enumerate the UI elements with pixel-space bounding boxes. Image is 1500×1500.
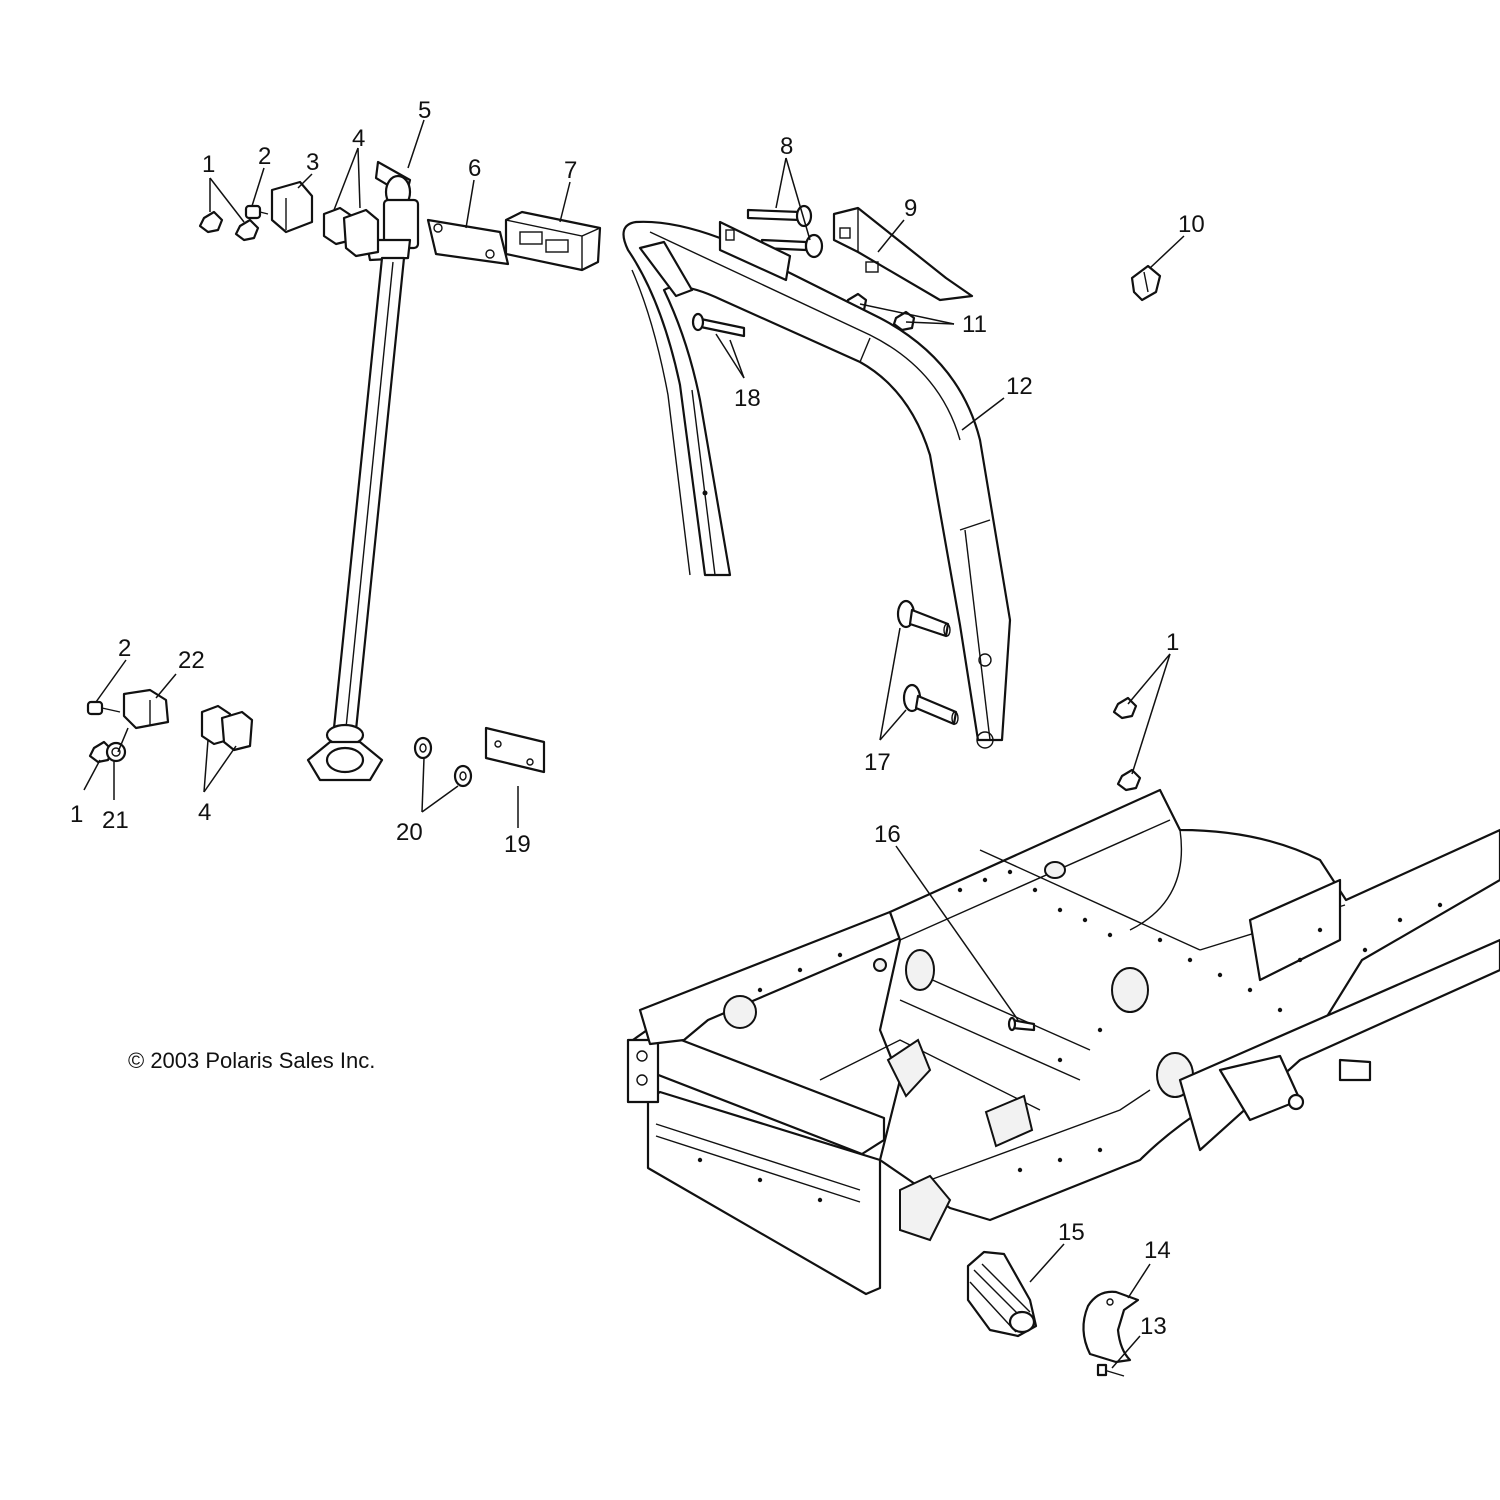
bolt-2-top [244, 204, 269, 220]
callout-4: 4 [352, 125, 365, 152]
callout-6: 6 [468, 155, 481, 182]
plate-14 [1082, 1290, 1140, 1364]
washers-20 [413, 736, 473, 788]
bolts-18 [691, 312, 746, 338]
clamp-22 [122, 688, 170, 730]
block-7 [504, 210, 602, 272]
leader-lines [83, 119, 1185, 1369]
callout-14: 14 [1144, 1237, 1171, 1264]
nut-1-top [198, 210, 260, 242]
callout-1: 1 [202, 151, 215, 178]
boot-15 [966, 1250, 1038, 1338]
callout-19: 19 [504, 831, 531, 858]
callout-1-chassis: 1 [1166, 629, 1179, 656]
callout-21: 21 [102, 807, 129, 834]
callout-2: 2 [258, 143, 271, 170]
bolts-17 [896, 599, 959, 726]
clamp-3 [270, 180, 314, 234]
callout-15: 15 [1058, 1219, 1085, 1246]
callout-7: 7 [564, 157, 577, 184]
callout-17: 17 [864, 749, 891, 776]
callout-20: 20 [396, 819, 423, 846]
chassis-frame [626, 696, 1500, 1296]
callout-22: 22 [178, 647, 205, 674]
copyright-notice: © 2003 Polaris Sales Inc. [128, 1048, 376, 1073]
callout-13: 13 [1140, 1313, 1167, 1340]
pad-6 [426, 218, 510, 266]
callout-2-lower: 2 [118, 635, 131, 662]
washer-21 [105, 741, 127, 763]
nut-1-lower [88, 740, 114, 764]
callout-18: 18 [734, 385, 761, 412]
bushing-4-lower [200, 704, 254, 752]
callouts: 1 2 3 4 5 6 7 8 9 10 11 12 18 2 22 1 21 … [70, 97, 1205, 1340]
steering-post [306, 160, 420, 782]
callout-1-lower: 1 [70, 801, 83, 828]
callout-4-lower: 4 [198, 799, 211, 826]
callout-5: 5 [418, 97, 431, 124]
pad-19 [484, 726, 546, 774]
screw-13 [1096, 1363, 1125, 1377]
bracket-9 [832, 206, 974, 302]
callout-3: 3 [306, 149, 319, 176]
callout-10: 10 [1178, 211, 1205, 238]
callout-11: 11 [962, 311, 987, 338]
callout-8: 8 [780, 133, 793, 160]
roll-bar-12 [622, 220, 1012, 749]
bushing-4-top [322, 206, 380, 258]
callout-12: 12 [1006, 373, 1033, 400]
callout-16: 16 [874, 821, 901, 848]
clip-10 [1130, 264, 1162, 302]
callout-9: 9 [904, 195, 917, 222]
bolt-2-lower [86, 700, 121, 716]
